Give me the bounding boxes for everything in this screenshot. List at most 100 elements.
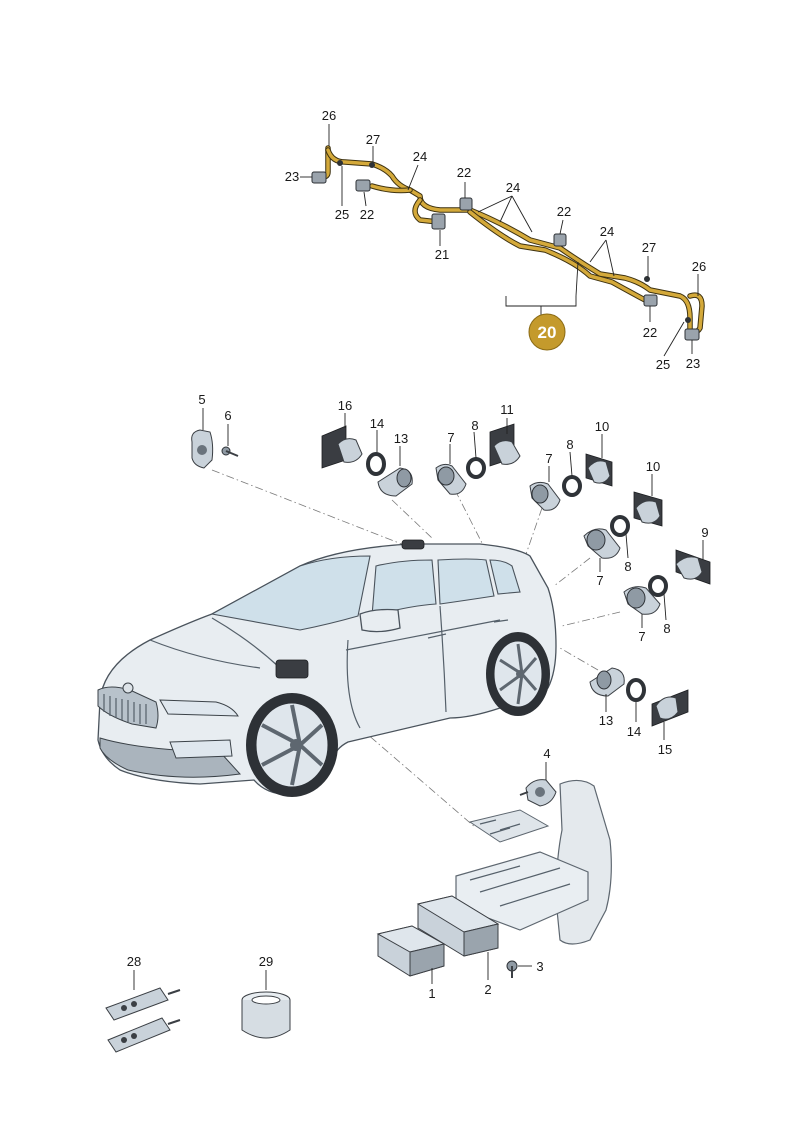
part-13-sensor-b: [589, 667, 625, 697]
part-2-control-unit: [416, 895, 500, 957]
part-7-sensor-b: [529, 481, 561, 511]
harness-connector-22-left: [355, 179, 371, 192]
callout-8-d: 8: [663, 621, 670, 636]
harness-connector-23-right: [684, 328, 700, 341]
callout-8-a: 8: [471, 418, 478, 433]
callout-5: 5: [198, 392, 205, 407]
control-unit-mounting-bracket: [455, 779, 612, 945]
part-10-sensor-holder-b: [633, 491, 663, 527]
callout-25-right: 25: [656, 357, 670, 372]
part-7-sensor-c: [583, 528, 621, 559]
callout-13-b: 13: [599, 713, 613, 728]
callout-28: 28: [127, 954, 141, 969]
callout-15: 15: [658, 742, 672, 757]
harness-clip-25-right: [685, 317, 691, 323]
part-7-sensor-a: [435, 463, 467, 495]
vehicle-illustration: [97, 539, 557, 797]
callout-6: 6: [224, 408, 231, 423]
callout-25-left: 25: [335, 207, 349, 222]
callout-11: 11: [500, 402, 514, 417]
sensor-callouts: 5 6 16 14 13 7 8 11 7 8 10 10 9 7 8 7 8 …: [198, 392, 708, 757]
roof-sensor: [401, 539, 425, 550]
part-10-sensor-holder-a: [585, 453, 613, 487]
callout-29: 29: [259, 954, 273, 969]
callout-14-a: 14: [370, 416, 384, 431]
part-1-control-unit: [376, 925, 446, 977]
badge-emblem: [122, 682, 134, 694]
callout-8-b: 8: [566, 437, 573, 452]
part-8-ring-d: [648, 575, 668, 597]
headlight: [159, 699, 239, 717]
callout-26-right: 26: [692, 259, 706, 274]
badge-label-20: 20: [538, 323, 557, 342]
callout-22-b: 22: [360, 207, 374, 222]
part-29-tape-roll: [241, 991, 291, 1039]
callout-22-c: 22: [557, 204, 571, 219]
callout-13-a: 13: [394, 431, 408, 446]
callout-9: 9: [701, 525, 708, 540]
callout-7-d: 7: [638, 629, 645, 644]
callout-26-left: 26: [322, 108, 336, 123]
harness-badge-20: 20: [528, 313, 566, 351]
rear-wheel: [486, 632, 550, 716]
harness-clip-27-right: [644, 276, 650, 282]
callout-1: 1: [428, 986, 435, 1001]
part-28-repair-wires: [105, 987, 181, 1053]
part-11-sensor-holder: [489, 423, 521, 467]
part-5-sensor-bracket: [191, 429, 214, 469]
harness-leaders: [300, 124, 699, 357]
side-mirror: [359, 608, 401, 633]
callout-7-a: 7: [447, 430, 454, 445]
callout-7-c: 7: [596, 573, 603, 588]
callout-16: 16: [338, 398, 352, 413]
part-14-ring-b: [626, 678, 646, 702]
harness-connector-22-a: [459, 197, 473, 211]
part-8-ring-b: [562, 475, 582, 497]
callout-4: 4: [543, 746, 550, 761]
part-14-ring-a: [366, 452, 386, 476]
part-9-sensor-holder: [675, 549, 711, 585]
rear-side-window: [437, 558, 495, 605]
part-8-ring-a: [466, 457, 486, 479]
callout-24-c: 24: [600, 224, 614, 239]
callout-2: 2: [484, 982, 491, 997]
part-3-screw: [506, 960, 518, 978]
quarter-window: [489, 559, 521, 595]
harness-connector-22-right: [643, 294, 658, 307]
part-7-sensor-d: [623, 586, 661, 615]
callout-3: 3: [536, 959, 543, 974]
part-6-screw: [221, 446, 239, 457]
part-4-sensor: [519, 779, 557, 807]
part-8-ring-c: [610, 515, 630, 537]
harness-connector-23-left: [311, 171, 327, 184]
callout-21: 21: [435, 247, 449, 262]
front-radar-mount: [275, 659, 309, 679]
callout-10-b: 10: [646, 459, 660, 474]
windshield: [210, 555, 371, 631]
lower-callouts: 4 1 2 3 28 29: [127, 746, 551, 1001]
front-wheel: [246, 693, 338, 797]
harness-connector-22-b: [553, 233, 567, 247]
part-13-sensor-a: [377, 467, 413, 497]
callout-24-b: 24: [506, 180, 520, 195]
part-15-sensor-holder: [651, 689, 689, 727]
harness-callouts: 26 27 24 23 22 24 25 22 22 24 21 27 26 2…: [285, 108, 706, 372]
callout-7-b: 7: [545, 451, 552, 466]
front-bumper-intake: [99, 737, 242, 778]
callout-27-left: 27: [366, 132, 380, 147]
callout-14-b: 14: [627, 724, 641, 739]
part-16-sensor-holder: [321, 425, 363, 469]
callout-27-right: 27: [642, 240, 656, 255]
harness-connector-21: [431, 213, 446, 230]
callout-22-a: 22: [457, 165, 471, 180]
callout-22-d: 22: [643, 325, 657, 340]
harness-clip-27-left: [369, 162, 375, 168]
wiring-harness: [311, 145, 705, 341]
callout-23-right: 23: [686, 356, 700, 371]
callout-10-a: 10: [595, 419, 609, 434]
harness-clip-25-left: [337, 160, 343, 166]
callout-23-left: 23: [285, 169, 299, 184]
callout-24-a: 24: [413, 149, 427, 164]
callout-8-c: 8: [624, 559, 631, 574]
